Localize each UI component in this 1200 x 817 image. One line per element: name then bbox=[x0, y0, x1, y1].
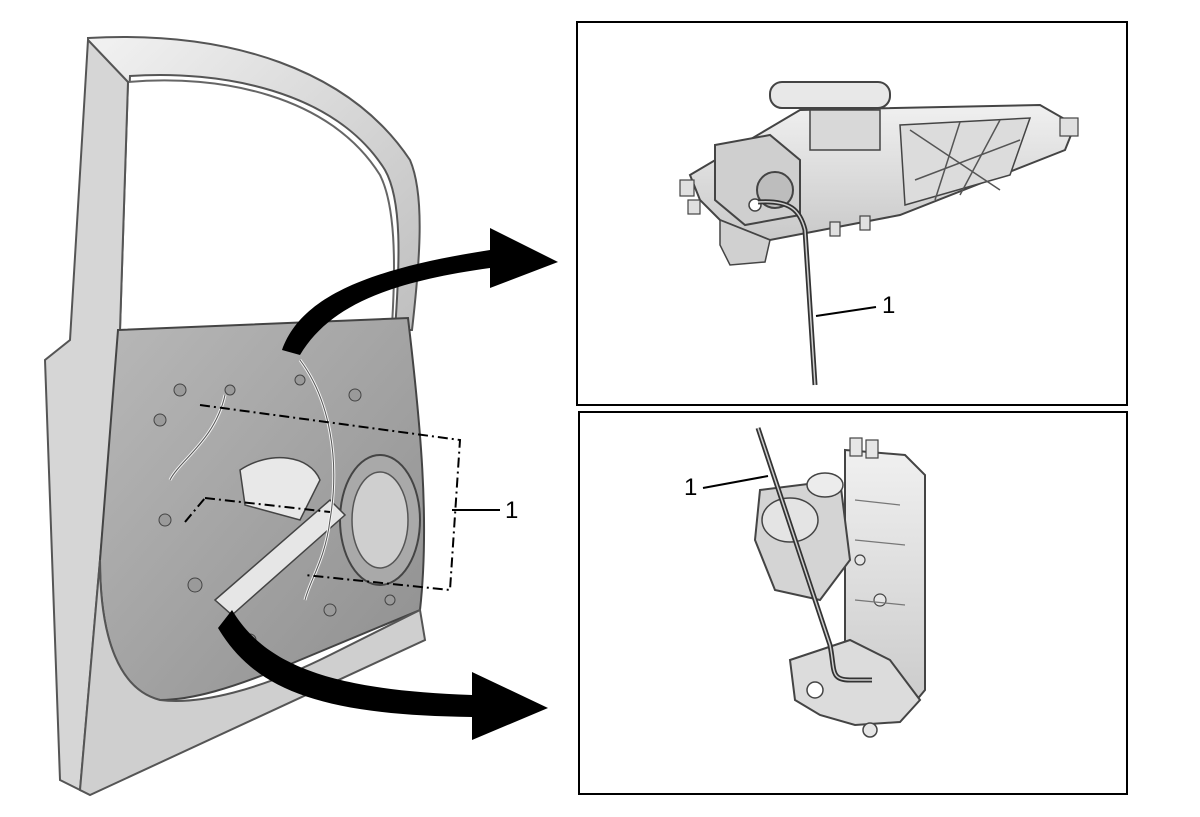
panel-holes bbox=[153, 374, 396, 647]
door-lower-skin bbox=[78, 559, 427, 797]
callout-label-handle: 1 bbox=[882, 292, 895, 319]
upper-arrow-icon bbox=[282, 228, 558, 355]
callout-leader-latch bbox=[702, 475, 769, 489]
door-overview: 1 bbox=[43, 36, 518, 797]
callout-label-latch: 1 bbox=[684, 474, 697, 501]
door-front-edge bbox=[43, 37, 130, 792]
callout-label-door: 1 bbox=[505, 497, 518, 524]
callout-leader-outline bbox=[184, 404, 462, 592]
lower-arrow-icon bbox=[218, 610, 548, 740]
regulator-rail bbox=[213, 498, 347, 617]
callout-leader-handle bbox=[815, 306, 877, 317]
